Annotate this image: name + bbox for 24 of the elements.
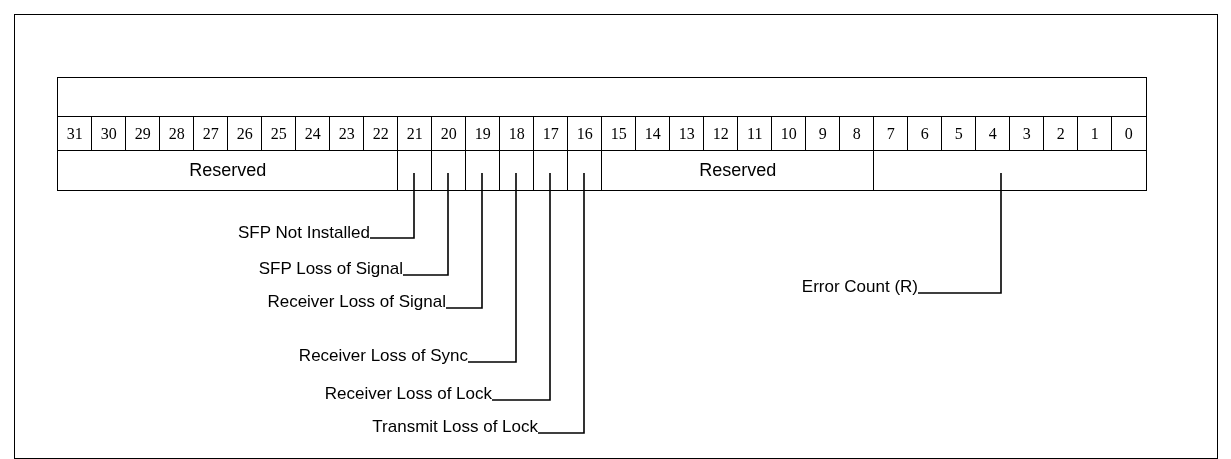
bit-number: 0	[1111, 116, 1147, 152]
field-label: Receiver Loss of Sync	[298, 346, 468, 366]
bit-field-box	[873, 150, 1147, 191]
leader-line	[467, 172, 517, 363]
leader-line	[402, 172, 449, 276]
field-label: Receiver Loss of Signal	[267, 292, 446, 312]
leader-line	[537, 172, 585, 434]
field-label: SFP Not Installed	[238, 223, 370, 243]
bit-field-box	[533, 150, 569, 191]
leader-line	[491, 172, 551, 401]
bit-field-box	[465, 150, 501, 191]
field-cell: Reserved	[57, 150, 399, 191]
bit-field-box	[431, 150, 467, 191]
bit-field-box	[499, 150, 535, 191]
field-label: SFP Loss of Signal	[258, 259, 403, 279]
field-label: Error Count (R)	[801, 277, 918, 297]
field-label: Transmit Loss of Lock	[372, 417, 538, 437]
leader-line	[369, 172, 415, 239]
bit-field-box	[567, 150, 603, 191]
leader-line	[445, 172, 483, 309]
leader-line	[917, 172, 1002, 294]
field-cell: Reserved	[601, 150, 875, 191]
field-label: Receiver Loss of Lock	[324, 384, 492, 404]
bit-field-box	[397, 150, 433, 191]
